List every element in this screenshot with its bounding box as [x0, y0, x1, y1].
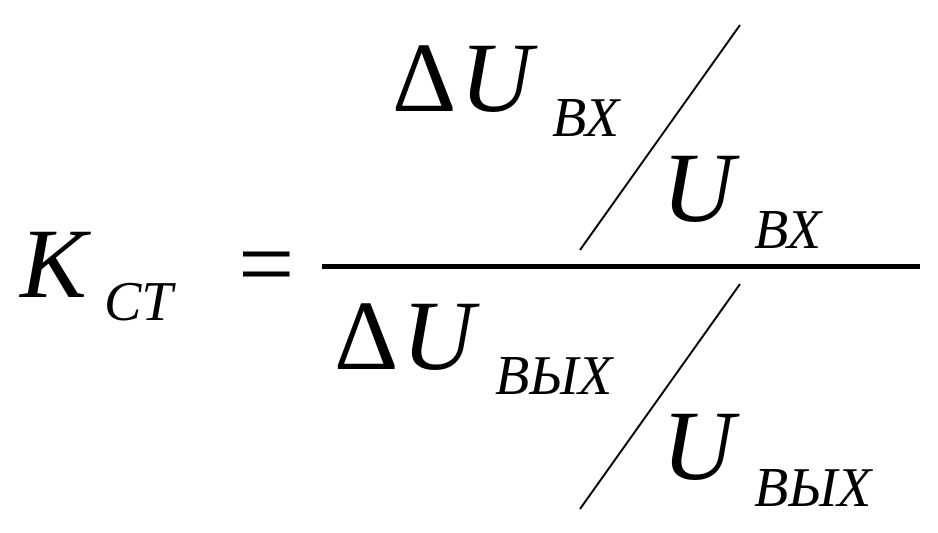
numerator-slash [579, 24, 741, 251]
denominator-delta: Δ [334, 280, 399, 391]
numerator-u-subscript: ВХ [754, 199, 822, 261]
numerator-delta-u: U [460, 22, 533, 133]
equals-sign: = [238, 208, 295, 319]
numerator-delta: Δ [392, 22, 457, 133]
lhs-subscript: СТ [104, 271, 173, 333]
denominator-u: U [662, 390, 735, 501]
denominator-delta-u-subscript: ВЫХ [495, 345, 613, 407]
numerator-delta-u-subscript: ВХ [552, 87, 620, 149]
numerator-u: U [662, 132, 735, 243]
denominator-slash [579, 283, 741, 510]
fraction-bar [322, 264, 920, 269]
denominator-delta-u: U [402, 280, 475, 391]
lhs-symbol: K [20, 208, 87, 319]
denominator-u-subscript: ВЫХ [754, 457, 872, 519]
